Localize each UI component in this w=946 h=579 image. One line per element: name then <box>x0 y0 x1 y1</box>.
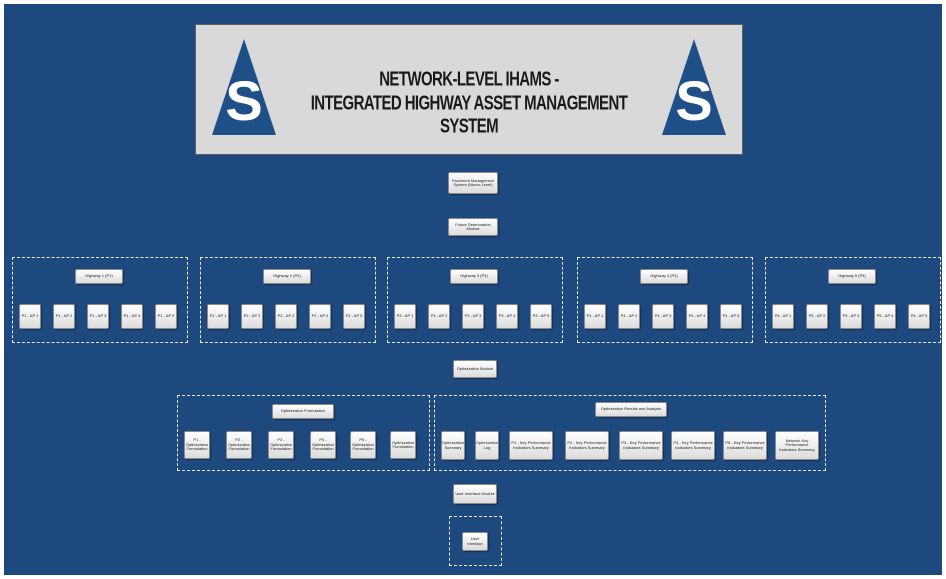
highway-3-item: P3 - AP 5 <box>530 304 552 329</box>
pavement-management-module-box: Pavement Management System (Macro-Level) <box>448 172 498 194</box>
highway-3-item: P3 - AP 3 <box>462 304 484 329</box>
formulation-item: P3 - Optimization Formulation <box>268 431 294 459</box>
highway-5-group: Highway 5 (P5) P5 - AP 1 P5 - AP 2 P5 - … <box>765 257 941 343</box>
results-item: Network Key Performance Indicators Summa… <box>775 431 819 460</box>
highway-1-item: P1 - AP 4 <box>121 304 143 329</box>
highway-4-item: P4 - AP 4 <box>686 304 708 329</box>
user-interface-box: User Interface <box>462 532 488 551</box>
highway-3-header: Highway 3 (P3) <box>450 269 498 284</box>
highway-3-item: P3 - AP 1 <box>394 304 416 329</box>
banner-title-line2: INTEGRATED HIGHWAY ASSET MANAGEMENT SYST… <box>310 92 628 138</box>
highway-2-item: P2 - AP 5 <box>343 304 365 329</box>
highway-1-header: Highway 1 (P1) <box>75 269 123 284</box>
optimization-results-group: Optimization Results and Analysis Optimi… <box>434 395 826 471</box>
future-deterioration-module-box: Future Deterioration Module <box>448 218 498 236</box>
highway-5-item: P5 - AP 2 <box>806 304 828 329</box>
highway-1-group: Highway 1 (P1) P1 - AP 1 P1 - AP 2 P1 - … <box>12 257 188 343</box>
highway-2-group: Highway 2 (P2) P2 - AP 1 P2 - AP 2 P2 - … <box>200 257 376 343</box>
banner-title-line1: NETWORK-LEVEL IHAMS - <box>379 68 559 91</box>
highway-3-group: Highway 3 (P3) P3 - AP 1 P3 - AP 2 P3 - … <box>387 257 563 343</box>
optimization-formulation-header: Optimization Formulation <box>272 404 334 419</box>
logo-triangle-right <box>662 39 726 135</box>
highway-2-header: Highway 2 (P2) <box>263 269 311 284</box>
optimization-results-header: Optimization Results and Analysis <box>595 402 667 417</box>
highway-1-item: P1 - AP 3 <box>87 304 109 329</box>
results-item: P5 - Key Performance Indicators Summary <box>723 431 767 460</box>
highway-4-item: P4 - AP 2 <box>618 304 640 329</box>
logo-triangle-left <box>212 39 276 135</box>
highway-3-item: P3 - AP 4 <box>496 304 518 329</box>
highway-4-item: P4 - AP 1 <box>584 304 606 329</box>
results-item: Optimization Summary <box>441 431 465 460</box>
optimization-formulation-group: Optimization Formulation P1 - Optimizati… <box>177 395 430 471</box>
highway-5-header: Highway 5 (P5) <box>828 269 876 284</box>
logo-letter-right: S <box>675 69 713 132</box>
logo-letter-left: S <box>225 69 263 132</box>
optimization-module-box: Optimization Module <box>453 360 497 378</box>
highway-2-item: P2 - AP 2 <box>241 304 263 329</box>
results-item: P3 - Key Performance Indicators Summary <box>619 431 663 460</box>
formulation-item: P2 - Optimization Formulation <box>226 431 252 459</box>
highway-4-item: P4 - AP 5 <box>720 304 742 329</box>
highway-5-item: P5 - AP 5 <box>908 304 930 329</box>
user-interface-module-box: User Interface Module <box>453 484 497 504</box>
highway-4-group: Highway 4 (P4) P4 - AP 1 P4 - AP 2 P4 - … <box>577 257 753 343</box>
highway-4-item: P4 - AP 3 <box>652 304 674 329</box>
highway-2-item: P2 - AP 1 <box>207 304 229 329</box>
results-item: P1 - Key Performance Indicators Summary <box>509 431 553 460</box>
highway-5-item: P5 - AP 3 <box>840 304 862 329</box>
highway-2-item: P2 - AP 4 <box>309 304 331 329</box>
user-interface-group: User Interface <box>449 516 502 566</box>
highway-5-item: P5 - AP 4 <box>874 304 896 329</box>
title-banner: S S NETWORK-LEVEL IHAMS - INTEGRATED HIG… <box>195 24 743 155</box>
formulation-item: Optimization Formulation <box>390 431 416 459</box>
highway-1-item: P1 - AP 1 <box>19 304 41 329</box>
results-item: Optimization Log <box>475 431 499 460</box>
highway-1-item: P1 - AP 2 <box>53 304 75 329</box>
highway-4-header: Highway 4 (P4) <box>640 269 688 284</box>
formulation-item: P4 - Optimization Formulation <box>310 431 336 459</box>
highway-2-item: P2 - AP 3 <box>275 304 297 329</box>
formulation-item: P5 - Optimization Formulation <box>350 431 376 459</box>
highway-5-item: P5 - AP 1 <box>772 304 794 329</box>
results-item: P2 - Key Performance Indicators Summary <box>565 431 609 460</box>
results-item: P4 - Key Performance Indicators Summary <box>671 431 715 460</box>
highway-1-item: P1 - AP 5 <box>155 304 177 329</box>
formulation-item: P1 - Optimization Formulation <box>184 431 210 459</box>
highway-3-item: P3 - AP 2 <box>428 304 450 329</box>
